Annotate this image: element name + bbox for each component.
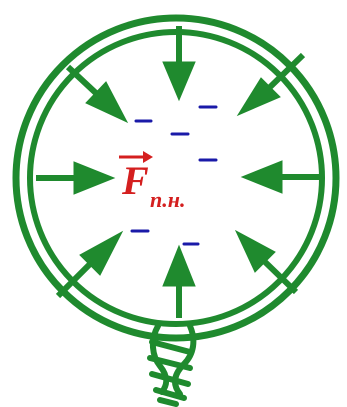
force-arrow-bottom-right bbox=[236, 231, 296, 292]
force-arrow-bottom-left bbox=[58, 232, 122, 296]
force-label: F п.н. bbox=[112, 158, 232, 228]
force-arrow-left bbox=[36, 162, 114, 194]
force-arrow-top-left bbox=[68, 67, 127, 122]
force-arrow-bottom bbox=[163, 246, 195, 318]
force-subscript: п.н. bbox=[150, 188, 185, 212]
force-symbol: F bbox=[122, 161, 149, 201]
force-arrow-right bbox=[242, 161, 320, 193]
force-arrow-top bbox=[163, 26, 195, 100]
